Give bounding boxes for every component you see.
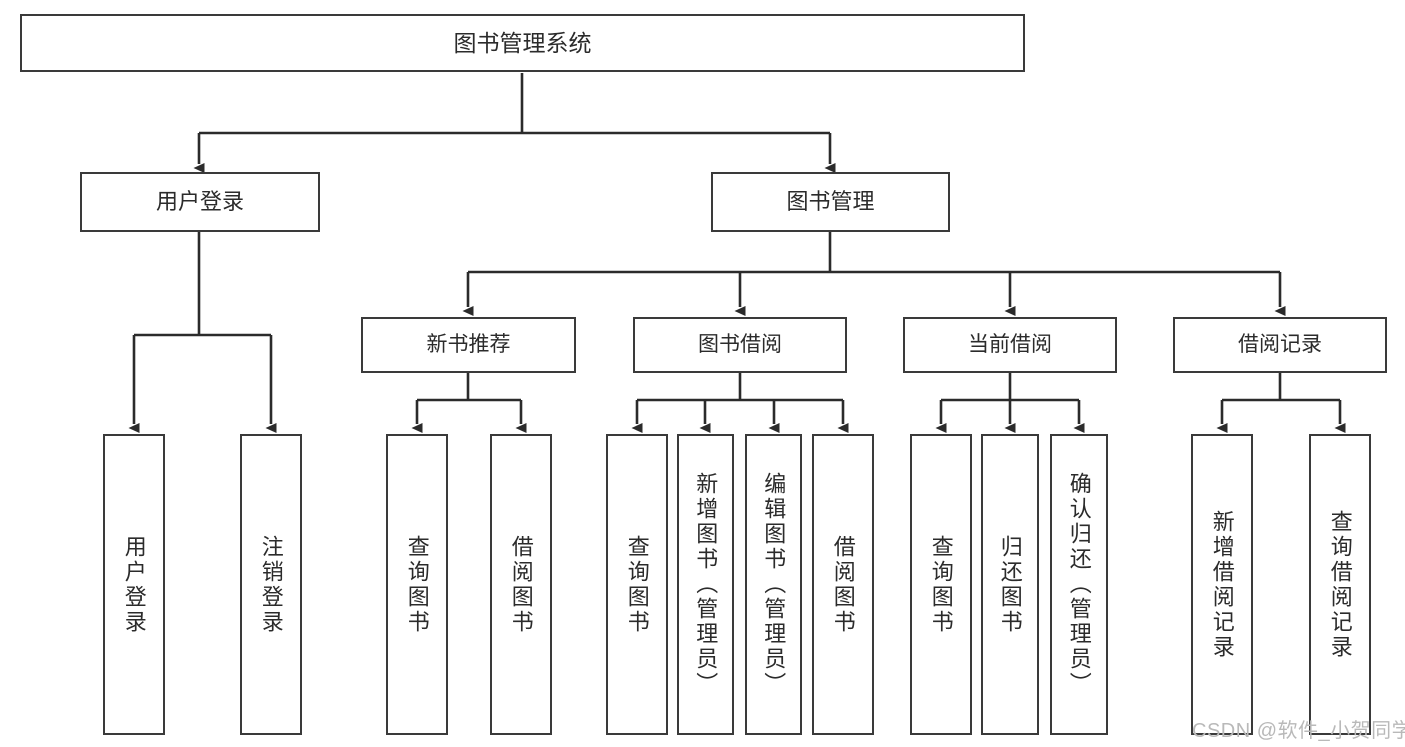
node-leaf-confirm-return-label: 确认归还（管理员）: [1066, 472, 1092, 697]
node-leaf-query-book-1[interactable]: 查询图书: [386, 434, 448, 735]
node-leaf-add-record-label: 新增借阅记录: [1209, 509, 1235, 660]
node-leaf-edit-book-label: 编辑图书（管理员）: [761, 472, 787, 697]
node-leaf-query-book-1-label: 查询图书: [404, 534, 430, 635]
node-current-borrow-label: 当前借阅: [968, 332, 1052, 356]
node-user-login[interactable]: 用户登录: [80, 172, 320, 232]
node-leaf-query-book-2[interactable]: 查询图书: [606, 434, 668, 735]
node-borrow-record[interactable]: 借阅记录: [1173, 317, 1387, 373]
node-leaf-add-book-label: 新增图书（管理员）: [693, 472, 719, 697]
node-leaf-borrow-book-1[interactable]: 借阅图书: [490, 434, 552, 735]
node-leaf-user-login-label: 用户登录: [121, 534, 147, 635]
node-root-label: 图书管理系统: [453, 29, 592, 56]
node-leaf-borrow-book-2-label: 借阅图书: [830, 534, 856, 635]
node-borrow-record-label: 借阅记录: [1238, 332, 1322, 356]
node-leaf-logout-label: 注销登录: [258, 534, 284, 635]
node-leaf-return-book-label: 归还图书: [997, 534, 1023, 635]
node-leaf-query-book-2-label: 查询图书: [624, 534, 650, 635]
node-leaf-add-record[interactable]: 新增借阅记录: [1191, 434, 1253, 735]
node-leaf-return-book[interactable]: 归还图书: [981, 434, 1039, 735]
node-current-borrow[interactable]: 当前借阅: [903, 317, 1117, 373]
node-new-book-recommend-label: 新书推荐: [426, 332, 511, 356]
node-leaf-user-login[interactable]: 用户登录: [103, 434, 165, 735]
node-user-login-label: 用户登录: [155, 189, 244, 215]
node-book-management-label: 图书管理: [786, 189, 875, 215]
csdn-watermark: CSDN @软件_小贺同学: [1192, 720, 1405, 742]
node-leaf-query-book-3[interactable]: 查询图书: [910, 434, 972, 735]
node-leaf-borrow-book-2[interactable]: 借阅图书: [812, 434, 874, 735]
node-leaf-add-book[interactable]: 新增图书（管理员）: [677, 434, 734, 735]
node-leaf-confirm-return[interactable]: 确认归还（管理员）: [1050, 434, 1108, 735]
node-leaf-borrow-book-1-label: 借阅图书: [508, 534, 534, 635]
node-new-book-recommend[interactable]: 新书推荐: [361, 317, 576, 373]
node-book-borrow[interactable]: 图书借阅: [633, 317, 847, 373]
node-leaf-query-book-3-label: 查询图书: [928, 534, 954, 635]
node-root[interactable]: 图书管理系统: [20, 14, 1025, 72]
node-book-borrow-label: 图书借阅: [698, 332, 782, 356]
node-leaf-query-record[interactable]: 查询借阅记录: [1309, 434, 1371, 735]
node-leaf-logout[interactable]: 注销登录: [240, 434, 302, 735]
node-leaf-query-record-label: 查询借阅记录: [1327, 509, 1353, 660]
node-leaf-edit-book[interactable]: 编辑图书（管理员）: [745, 434, 802, 735]
node-book-management[interactable]: 图书管理: [711, 172, 950, 232]
